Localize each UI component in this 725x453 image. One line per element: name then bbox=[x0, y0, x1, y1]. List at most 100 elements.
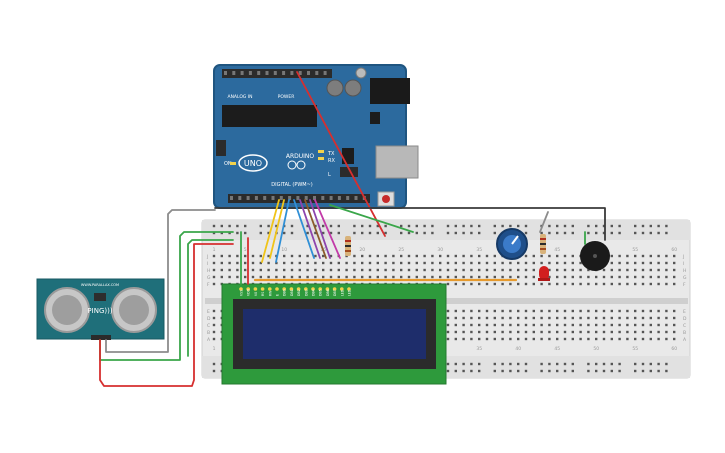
header-pin bbox=[337, 196, 341, 200]
breadboard-hole bbox=[556, 337, 559, 341]
breadboard-hole bbox=[595, 231, 598, 235]
breadboard-hole bbox=[478, 282, 481, 286]
header-pin bbox=[282, 71, 286, 75]
breadboard-hole bbox=[602, 282, 606, 286]
header-pin bbox=[304, 196, 308, 200]
breadboard-hole bbox=[329, 231, 333, 235]
breadboard-hole bbox=[563, 282, 567, 286]
breadboard-hole bbox=[407, 275, 411, 279]
breadboard-hole bbox=[392, 254, 395, 258]
breadboard-hole bbox=[548, 337, 551, 341]
breadboard-hole bbox=[337, 268, 340, 272]
wire bbox=[261, 199, 280, 263]
breadboard-hole bbox=[283, 261, 286, 265]
breadboard-hole bbox=[524, 337, 528, 341]
breadboard-hole bbox=[493, 282, 496, 286]
lcd-pin bbox=[282, 287, 287, 291]
breadboard-hole bbox=[587, 224, 590, 228]
column-number: 1 bbox=[213, 346, 216, 352]
breadboard-hole bbox=[501, 224, 504, 228]
arduino-uno-board[interactable]: UNO ARDUINO DIGITAL (PWM~) POWER ANALOG … bbox=[213, 64, 419, 209]
breadboard-hole bbox=[368, 275, 372, 279]
breadboard-hole bbox=[649, 254, 652, 258]
breadboard-hole bbox=[392, 261, 395, 265]
breadboard-hole bbox=[283, 275, 286, 279]
lcd-pin-label: VDD bbox=[247, 288, 251, 296]
icsp-header-2 bbox=[340, 167, 358, 177]
breadboard-hole bbox=[454, 309, 457, 313]
breadboard-hole bbox=[337, 261, 340, 265]
breadboard-hole bbox=[634, 224, 637, 228]
breadboard-hole bbox=[236, 231, 239, 235]
breadboard-hole bbox=[283, 231, 286, 235]
breadboard-hole bbox=[595, 316, 598, 320]
row-letter: A bbox=[683, 337, 687, 343]
potentiometer[interactable] bbox=[496, 228, 528, 260]
breadboard-hole bbox=[641, 254, 645, 258]
sensor-receiver-mesh bbox=[119, 295, 149, 325]
breadboard-hole bbox=[446, 275, 450, 279]
reset-button-cap[interactable] bbox=[382, 195, 390, 203]
breadboard-hole bbox=[259, 224, 262, 228]
capacitor-1 bbox=[326, 79, 344, 97]
breadboard-hole bbox=[376, 261, 379, 265]
lcd-pin bbox=[340, 287, 344, 291]
breadboard-hole bbox=[532, 275, 535, 279]
breadboard-hole bbox=[556, 268, 559, 272]
breadboard-hole bbox=[298, 254, 301, 258]
wire bbox=[329, 204, 414, 233]
voltage-regulator bbox=[342, 148, 354, 164]
breadboard-hole bbox=[602, 323, 606, 327]
breadboard-hole bbox=[509, 362, 512, 366]
breadboard-hole bbox=[610, 282, 613, 286]
breadboard-hole bbox=[587, 275, 590, 279]
breadboard-hole bbox=[641, 369, 645, 373]
sensor-brand: WWW.PARALLAX.COM bbox=[81, 283, 119, 287]
row-letter: H bbox=[207, 268, 210, 274]
breadboard-hole bbox=[517, 330, 520, 334]
breadboard-hole bbox=[540, 261, 543, 265]
breadboard-hole bbox=[454, 362, 457, 366]
breadboard-hole bbox=[431, 261, 434, 265]
breadboard-hole bbox=[384, 275, 387, 279]
breadboard-hole bbox=[439, 275, 442, 279]
breadboard-hole bbox=[290, 231, 294, 235]
breadboard-hole bbox=[657, 309, 660, 313]
breadboard-hole bbox=[470, 369, 473, 373]
breadboard-hole bbox=[540, 316, 543, 320]
lcd-pin bbox=[304, 287, 308, 291]
column-number: 50 bbox=[593, 346, 599, 352]
ultrasonic-sensor[interactable]: PING))) WWW.PARALLAX.COM bbox=[36, 278, 165, 340]
breadboard-hole bbox=[454, 330, 457, 334]
breadboard-hole bbox=[384, 224, 387, 228]
header-pin bbox=[313, 196, 316, 200]
breadboard-hole bbox=[267, 224, 270, 228]
red-led[interactable] bbox=[538, 266, 550, 281]
breadboard-hole bbox=[618, 231, 621, 235]
breadboard-hole bbox=[618, 268, 621, 272]
breadboard-hole bbox=[423, 268, 426, 272]
breadboard-hole bbox=[244, 254, 247, 258]
breadboard-hole bbox=[478, 224, 481, 228]
breadboard-hole bbox=[306, 254, 309, 258]
header-pin bbox=[288, 196, 292, 200]
header-pin bbox=[232, 71, 236, 75]
breadboard-hole bbox=[322, 224, 325, 228]
breadboard-hole bbox=[376, 268, 379, 272]
breadboard-hole bbox=[517, 261, 520, 265]
breadboard-hole bbox=[602, 309, 606, 313]
breadboard-hole bbox=[517, 362, 520, 366]
breadboard-hole bbox=[407, 224, 411, 228]
breadboard-hole bbox=[579, 330, 582, 334]
breadboard-hole bbox=[462, 309, 465, 313]
breadboard-hole bbox=[353, 261, 356, 265]
column-number: 35 bbox=[476, 346, 482, 352]
breadboard-hole bbox=[634, 231, 637, 235]
breadboard-hole bbox=[641, 362, 645, 366]
piezo-buzzer[interactable] bbox=[580, 241, 610, 271]
breadboard-hole bbox=[485, 309, 489, 313]
row-letter: E bbox=[683, 309, 686, 315]
breadboard-hole bbox=[454, 369, 457, 373]
